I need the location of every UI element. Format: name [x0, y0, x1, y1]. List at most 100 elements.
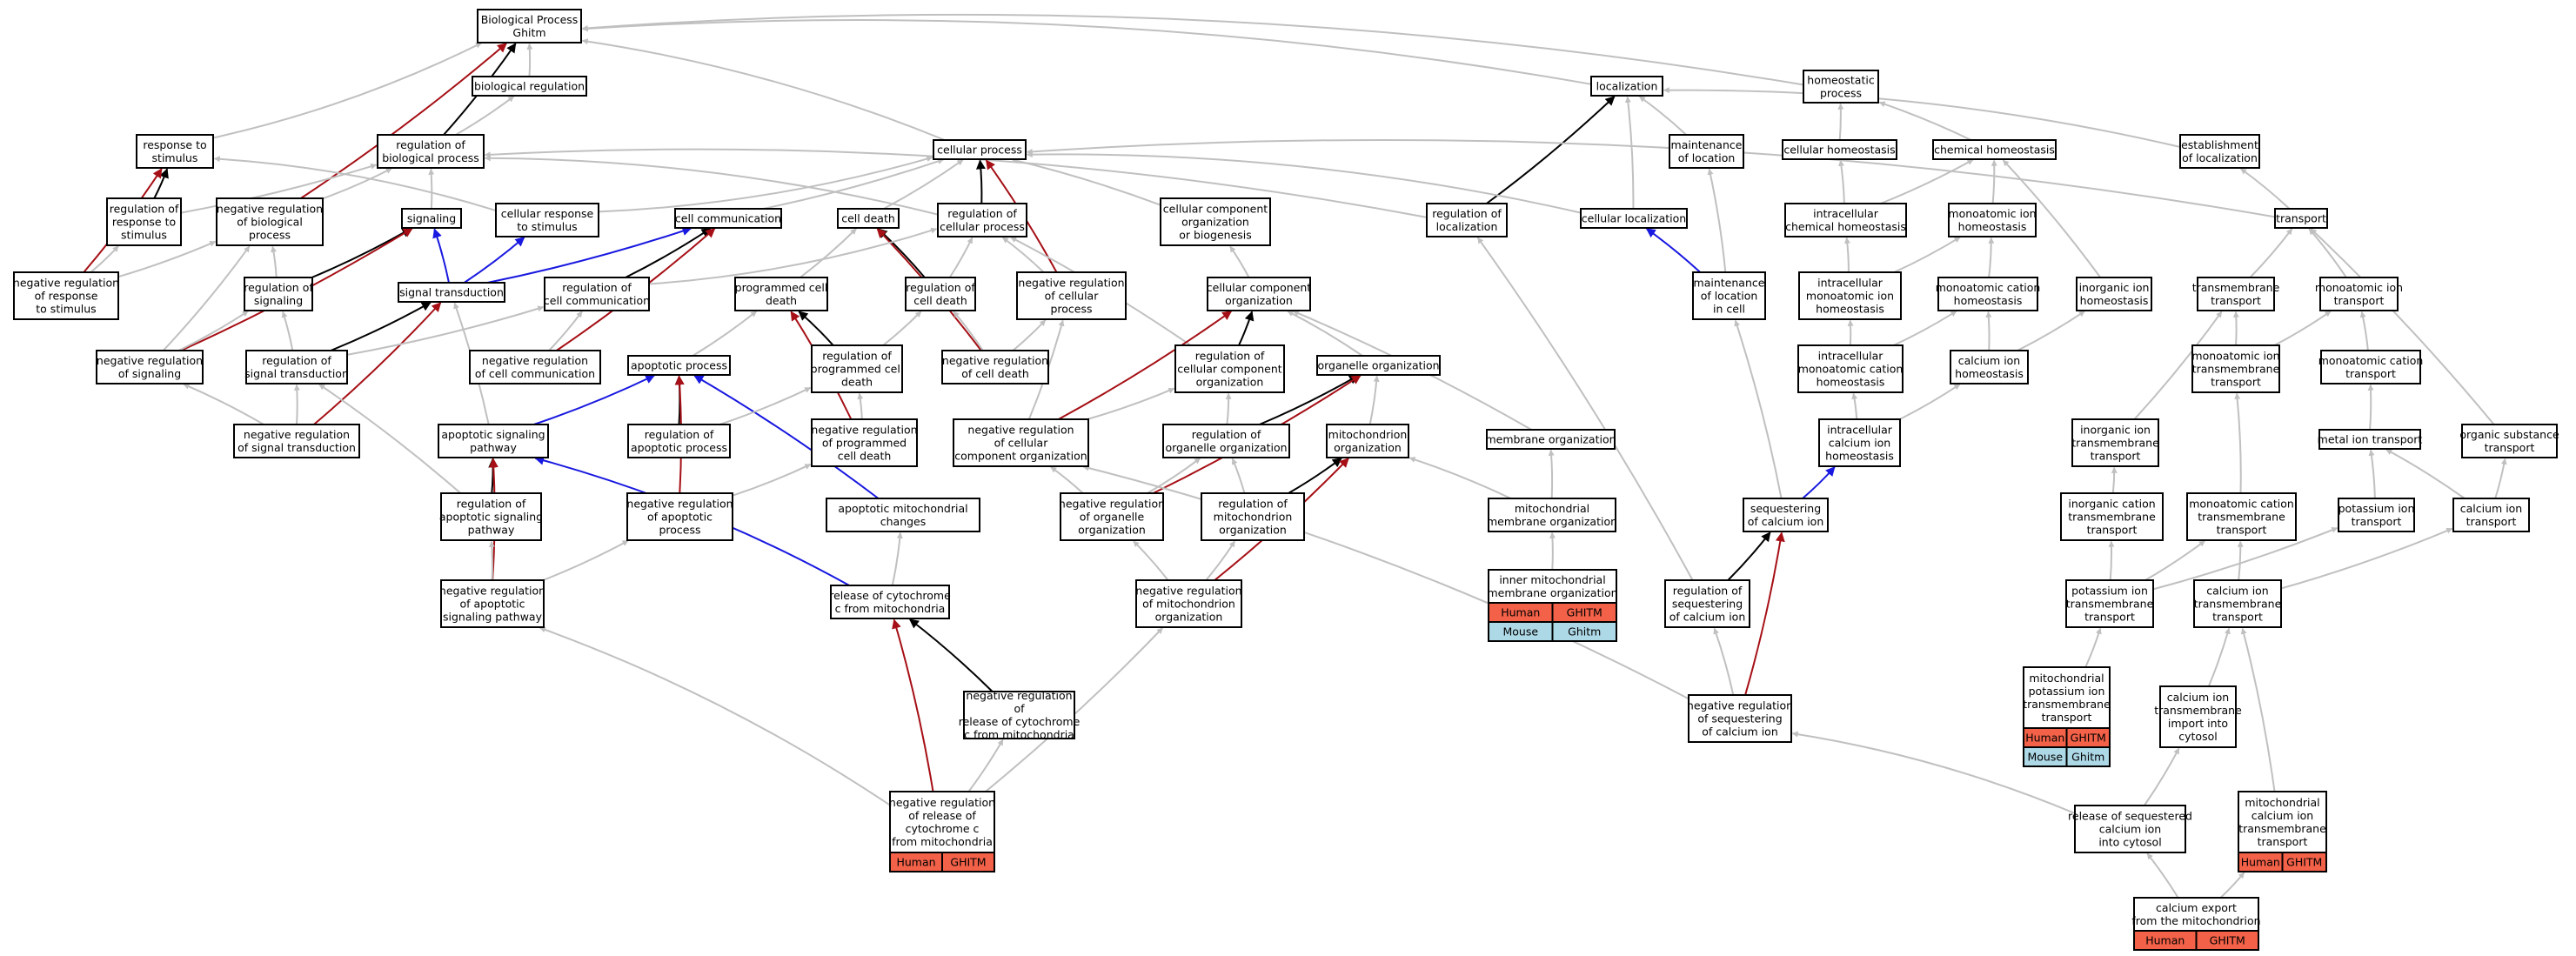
- go-term-cellloc[interactable]: cellular localization: [1580, 208, 1688, 229]
- go-term-sigtrans[interactable]: signal transduction: [398, 282, 505, 303]
- go-term-metaliontr[interactable]: metal ion transport: [2318, 429, 2423, 450]
- go-term-cellcomm[interactable]: cell communication: [674, 208, 782, 229]
- go-term-chemhom[interactable]: chemical homeostasis: [1932, 139, 2057, 160]
- go-term-label-line: regulation of: [1673, 585, 1743, 598]
- go-term-box: [495, 203, 599, 237]
- go-term-breg[interactable]: biological regulation: [472, 76, 587, 97]
- go-term-apop[interactable]: apoptotic process: [627, 355, 731, 376]
- go-term-transport[interactable]: transport: [2274, 208, 2328, 229]
- edge-cahom-to-inorghom: [2017, 310, 2085, 351]
- go-term-label-line: regulation of: [645, 428, 714, 441]
- go-term-label-line: response to: [143, 138, 206, 151]
- go-term-celldeath[interactable]: cell death: [837, 208, 900, 229]
- edge-celldeath-to-cellp: [883, 158, 964, 210]
- go-term-loc[interactable]: localization: [1590, 76, 1663, 97]
- go-term-cellp[interactable]: cellular process: [933, 139, 1027, 160]
- go-term-label-line: membrane organization: [1487, 586, 1617, 599]
- edge-regsigtrans-to-regcellcomm: [346, 305, 545, 356]
- edge-chemhom-to-homeo: [1878, 101, 1972, 141]
- edge-negregapop-to-negregpcd: [732, 463, 812, 497]
- go-term-memorg[interactable]: membrane organization: [1485, 429, 1616, 450]
- go-term-label-line: calcium export: [2156, 901, 2237, 914]
- go-term-orgorg[interactable]: organelle organization: [1316, 355, 1441, 376]
- go-term-signaling[interactable]: signaling: [401, 208, 462, 229]
- go-term-cellhom[interactable]: cellular homeostasis: [1782, 139, 1897, 160]
